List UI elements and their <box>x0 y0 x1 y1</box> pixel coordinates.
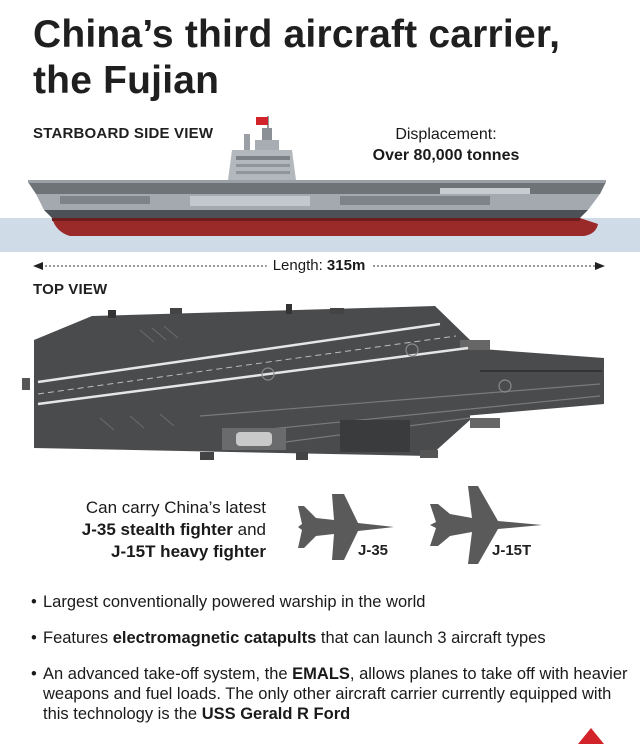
carry-and-text: and <box>232 520 266 539</box>
displacement-block: Displacement: Over 80,000 tonnes <box>356 124 536 166</box>
bullet-text: An advanced take-off system, the <box>43 665 293 683</box>
bullet-text: that can launch 3 aircraft types <box>316 629 546 647</box>
j15t-fighter-text: J-15T heavy fighter <box>111 542 266 561</box>
j35-fighter-text: J-35 stealth fighter <box>81 520 233 539</box>
page-title: China’s third aircraft carrier, the Fuji… <box>33 13 561 102</box>
bullet-bold-text: EMALS <box>292 665 350 683</box>
displacement-label: Displacement: <box>395 126 497 143</box>
china-flag-icon <box>256 117 268 125</box>
bullet-text: , allows planes to take off with heavier… <box>43 665 628 723</box>
bullet-text: Features <box>43 629 113 647</box>
fighter-jet-icon <box>298 494 394 560</box>
j15t-label: J-15T <box>492 542 532 559</box>
carrier-side-view <box>28 116 606 236</box>
length-label: Length: 315m <box>266 257 372 274</box>
length-dimension: Length: 315m <box>33 257 605 274</box>
feature-list: Largest conventionally powered warship i… <box>31 592 631 740</box>
list-item: Features electromagnetic catapults that … <box>31 628 631 648</box>
aircraft-capability-text: Can carry China’s latest J-35 stealth fi… <box>82 497 266 563</box>
bullet-text: Largest conventionally powered warship i… <box>43 593 426 611</box>
list-item: An advanced take-off system, the EMALS, … <box>31 664 631 724</box>
side-view-label: STARBOARD SIDE VIEW <box>33 125 214 142</box>
bullet-bold-text: USS Gerald R Ford <box>201 705 351 723</box>
carrier-top-view <box>22 304 604 460</box>
fighter-jet-icon <box>430 486 542 564</box>
j35-label: J-35 <box>358 542 389 559</box>
publisher-logo-icon <box>578 728 604 744</box>
bullet-bold-text: electromagnetic catapults <box>112 629 317 647</box>
carry-line-1: Can carry China’s latest <box>85 498 266 517</box>
top-view-label: TOP VIEW <box>33 281 108 298</box>
list-item: Largest conventionally powered warship i… <box>31 592 631 612</box>
displacement-value: Over 80,000 tonnes <box>372 147 520 164</box>
